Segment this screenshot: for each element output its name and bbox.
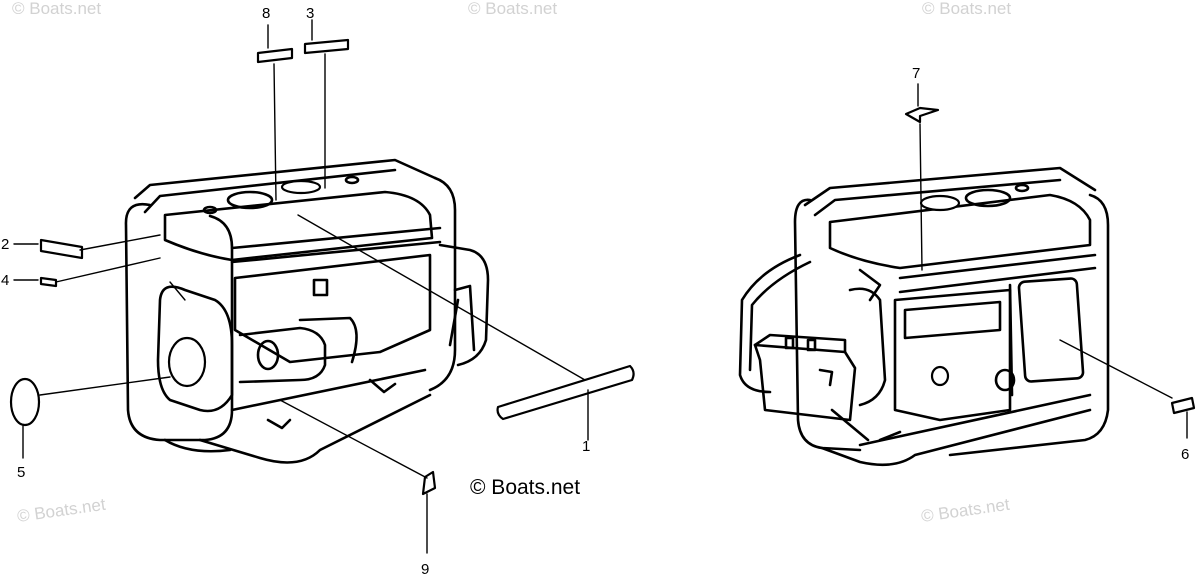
cylinder-housing <box>848 287 887 407</box>
part-6-decal <box>1170 396 1196 415</box>
frame-base-right <box>820 408 1092 467</box>
part-9-clip <box>421 470 437 496</box>
part-8-decal <box>256 47 294 64</box>
frame-top-rail <box>133 158 437 200</box>
rear-panel <box>438 243 490 367</box>
fuel-tank-right <box>828 193 1092 270</box>
callout-2: 2 <box>1 236 9 253</box>
fuel-tank <box>163 190 434 262</box>
part-2-decal <box>39 238 84 260</box>
part-3-decal <box>303 38 350 55</box>
engine-block <box>893 288 1012 422</box>
engine-body <box>233 253 432 364</box>
part-5-emblem <box>9 377 41 427</box>
fuel-cap <box>280 179 322 195</box>
watermark-top-left: © Boats.net <box>12 0 101 18</box>
part-7-decal <box>904 106 940 124</box>
battery <box>753 343 857 422</box>
frame-rear-loop-right <box>948 193 1110 457</box>
watermark-bottom-right: © Boats.net <box>920 495 1011 526</box>
watermark-bottom-left: © Boats.net <box>16 495 107 526</box>
frame-front-loop <box>124 202 234 442</box>
callout-8: 8 <box>262 5 270 22</box>
part-1-strip <box>496 364 635 421</box>
copyright-label: © Boats.net <box>470 476 580 499</box>
generator-left <box>124 158 490 464</box>
frame-top-rail-right <box>803 166 1097 207</box>
watermark-top-center: © Boats.net <box>468 0 557 18</box>
frame-front-loop-right <box>793 198 862 452</box>
alternator-cover <box>1017 277 1085 383</box>
generator-right <box>738 166 1110 467</box>
muffler <box>238 326 327 384</box>
callout-1: 1 <box>582 438 590 455</box>
frame-rear-loop <box>428 176 457 392</box>
callout-4: 4 <box>1 272 9 289</box>
callout-3: 3 <box>306 5 314 22</box>
recoil-starter <box>156 285 234 413</box>
callout-9: 9 <box>421 561 429 578</box>
side-handle <box>738 253 802 394</box>
frame-base <box>198 393 432 464</box>
fuel-cap-right <box>919 194 961 212</box>
callout-7: 7 <box>912 65 920 82</box>
watermark-top-right: © Boats.net <box>922 0 1011 18</box>
callout-5: 5 <box>17 464 25 481</box>
callout-6: 6 <box>1181 446 1189 463</box>
part-4-decal <box>39 276 58 288</box>
